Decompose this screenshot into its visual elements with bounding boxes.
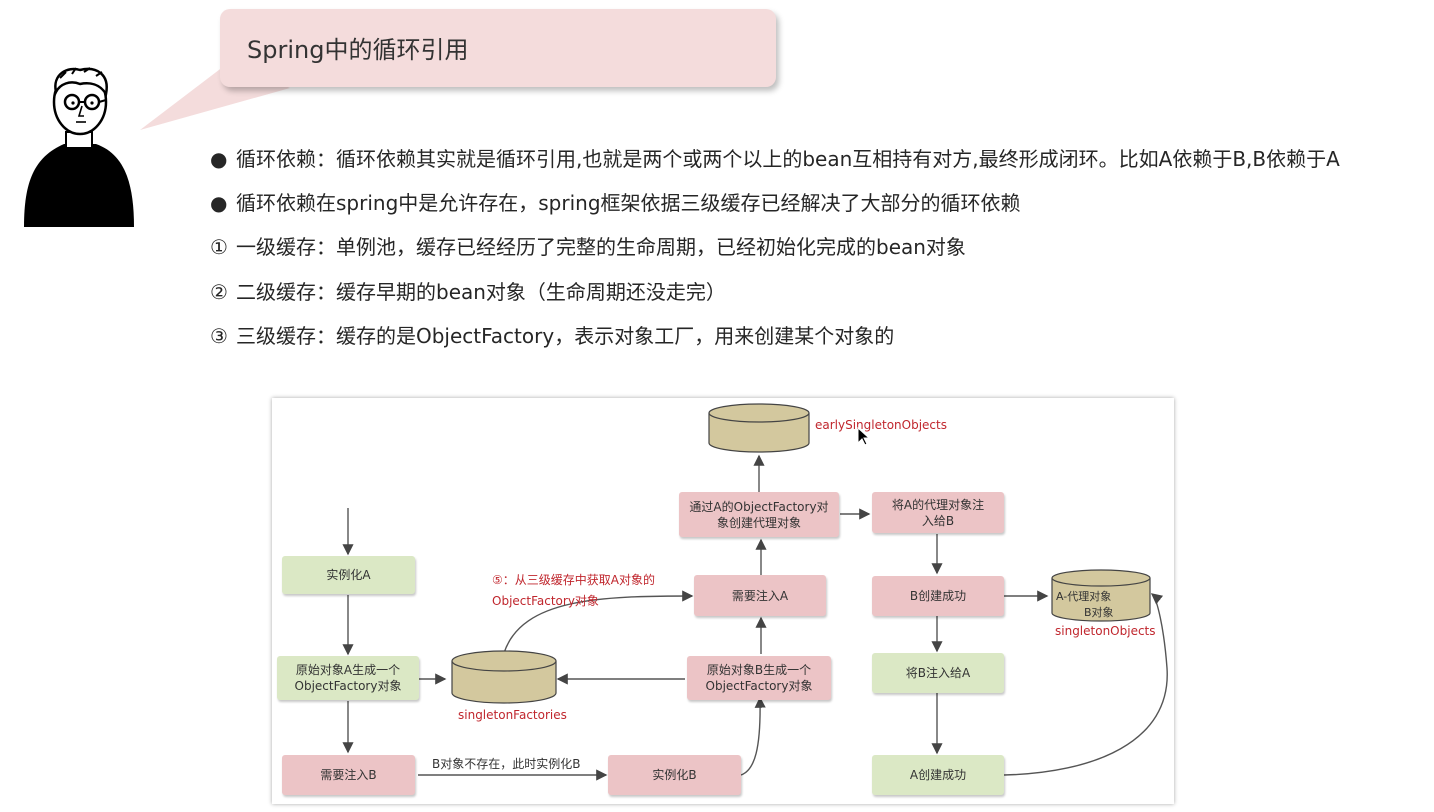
mouse-cursor-icon (857, 427, 871, 446)
node-label: 将A的代理对象注 (891, 497, 985, 512)
list-item: ● 循环依赖：循环依赖其实就是循环引用,也就是两个或两个以上的bean互相持有对方… (210, 143, 1340, 172)
singleton-factories-cylinder (451, 650, 557, 704)
presenter-avatar-icon (24, 67, 134, 227)
node-label: 实例化A (326, 568, 371, 582)
list-item: ② 二级缓存：缓存早期的bean对象（生命周期还没走完） (210, 276, 726, 305)
node-label: 象创建代理对象 (716, 515, 801, 530)
create-proxy-node: 通过A的ObjectFactory对 象创建代理对象 (679, 492, 839, 537)
singleton-objects-content-b: B对象 (1084, 606, 1114, 619)
b-not-exist-annotation: B对象不存在，此时实例化B (432, 757, 581, 771)
list-item-text: 循环依赖：循环依赖其实就是循环引用,也就是两个或两个以上的bean互相持有对方,… (236, 147, 1340, 171)
inject-b-into-a-node: 将B注入给A (872, 653, 1004, 693)
node-label: A创建成功 (909, 768, 967, 782)
bullet-marker: ① (210, 235, 228, 259)
raw-object-b-node: 原始对象B生成一个 ObjectFactory对象 (687, 656, 831, 700)
list-item-text: 循环依赖在spring中是允许存在，spring框架依据三级缓存已经解决了大部分… (236, 191, 1021, 215)
node-label: 通过A的ObjectFactory对 (689, 499, 829, 514)
singleton-factories-label: singletonFactories (458, 708, 567, 722)
node-label: ObjectFactory对象 (294, 679, 402, 693)
list-item-text: 二级缓存：缓存早期的bean对象（生命周期还没走完） (236, 280, 726, 304)
circular-reference-diagram: 实例化A 原始对象A生成一个 ObjectFactory对象 将B注入给A A创… (272, 398, 1174, 804)
node-label: 原始对象B生成一个 (706, 663, 812, 677)
list-item-text: 三级缓存：缓存的是ObjectFactory，表示对象工厂，用来创建某个对象的 (236, 324, 895, 348)
instantiate-b-node: 实例化B (608, 755, 741, 795)
node-label: 需要注入B (320, 768, 377, 782)
bullet-marker: ③ (210, 324, 228, 348)
diagram-connectors (342, 403, 1168, 781)
singleton-objects-label: singletonObjects (1055, 624, 1156, 638)
b-created-node: B创建成功 (872, 576, 1004, 616)
node-label: 原始对象A生成一个 (295, 663, 401, 677)
step5-annotation-line1: ⑤：从三级缓存中获取A对象的 (492, 573, 655, 587)
speech-bubble (220, 9, 776, 87)
singleton-objects-content-proxy: A-代理对象 (1056, 590, 1112, 603)
a-created-node: A创建成功 (872, 755, 1004, 795)
step5-annotation-line2: ObjectFactory对象 (492, 594, 599, 608)
node-label: 需要注入A (731, 588, 789, 603)
early-singleton-objects-label: earlySingletonObjects (815, 418, 947, 432)
raw-object-a-node: 原始对象A生成一个 ObjectFactory对象 (277, 656, 419, 700)
inject-proxy-into-b-node: 将A的代理对象注 入给B (872, 492, 1004, 533)
page-title: Spring中的循环引用 (247, 36, 469, 64)
list-item: ● 循环依赖在spring中是允许存在，spring框架依据三级缓存已经解决了大部… (210, 187, 1021, 216)
early-singleton-objects-cylinder (708, 403, 810, 453)
node-label: 将B注入给A (905, 666, 971, 680)
bullet-marker: ● (210, 147, 228, 171)
bullet-marker: ② (210, 280, 228, 304)
list-item: ③ 三级缓存：缓存的是ObjectFactory，表示对象工厂，用来创建某个对象的 (210, 320, 894, 349)
node-label: ObjectFactory对象 (705, 679, 813, 693)
inject-a-node: 需要注入A (694, 575, 826, 616)
node-label: B创建成功 (909, 589, 967, 603)
singleton-objects-cylinder (1051, 569, 1151, 622)
node-label: 入给B (921, 513, 955, 528)
list-item-text: 一级缓存：单例池，缓存已经经历了完整的生命周期，已经初始化完成的bean对象 (236, 235, 966, 259)
bullet-marker: ● (210, 191, 228, 215)
node-label: 实例化B (652, 768, 697, 782)
list-item: ① 一级缓存：单例池，缓存已经经历了完整的生命周期，已经初始化完成的bean对象 (210, 231, 966, 260)
inject-b-node: 需要注入B (282, 755, 415, 795)
instantiate-a-node: 实例化A (282, 556, 415, 594)
